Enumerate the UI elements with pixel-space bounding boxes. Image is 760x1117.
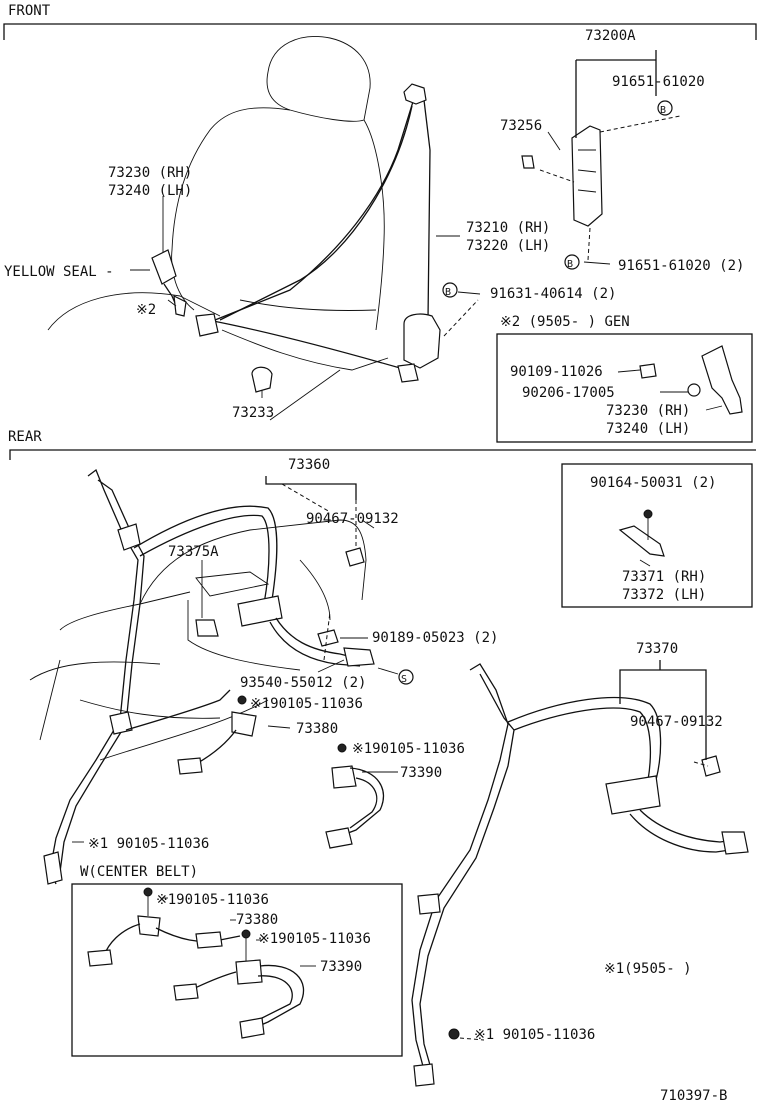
mark-2-label: ※2 (136, 302, 156, 318)
part-73230-rh-label: 73230 (RH) (108, 165, 192, 181)
rear-leader-lines (72, 476, 399, 843)
front-seat-belt-assembly (195, 83, 441, 383)
rear-seat-drawing (29, 519, 367, 761)
rear-belt-73370-drawing (411, 663, 749, 1087)
bolt-b-label-2: B (567, 259, 573, 270)
part-73375A-label: 73375A (168, 544, 219, 560)
part-90467-09132-a-label: 90467-09132 (306, 511, 399, 527)
part-73370-label: 73370 (636, 641, 678, 657)
gen-part-73230-rh-label: 73230 (RH) (606, 403, 690, 419)
rear-section-bracket (9, 449, 756, 460)
center-part-90105-e-label: ※190105-11036 (258, 931, 371, 947)
cover-73233-drawing (251, 366, 273, 393)
gen-box-frame (496, 333, 753, 443)
bolt-b-icon-2: B (564, 254, 580, 270)
bolt-dash-line (443, 299, 479, 337)
rear-section-label: REAR (8, 429, 42, 445)
center-belt-box-frame (71, 883, 403, 1057)
bolt-90189-drawing (317, 629, 339, 647)
bolt-b-label-3: B (445, 287, 451, 298)
part-90467-09132-b-label: 90467-09132 (630, 714, 723, 730)
bolt-s-icon: S (398, 669, 414, 685)
part-73360-label: 73360 (288, 457, 330, 473)
part-90105-a-label: ※190105-11036 (250, 696, 363, 712)
bolt-s-label: S (401, 674, 407, 685)
rear-belt-73360-drawing (43, 468, 375, 885)
front-seat-drawing (47, 36, 389, 421)
bolt-b-label-1: B (660, 105, 666, 116)
part-91651-61020-label: 91651-61020 (612, 74, 705, 90)
part-93540-55012-label: 93540-55012 (2) (240, 675, 366, 691)
part-73200A-label: 73200A (585, 28, 636, 44)
yellow-seal-label: YELLOW SEAL - (4, 264, 114, 280)
bolt-b-icon-3: B (442, 282, 458, 298)
part-73220-lh-label: 73220 (LH) (466, 238, 550, 254)
mark-1-note-label: ※1(9505- ) (604, 961, 692, 977)
part-73233-label: 73233 (232, 405, 274, 421)
part-90105-b-label: ※190105-11036 (352, 741, 465, 757)
front-leader-lines (130, 131, 611, 398)
part-90105-c-label: ※1 90105-11036 (88, 836, 209, 852)
gen-box-heading: ※2 (9505- ) GEN (500, 314, 630, 330)
part-73210-rh-label: 73210 (RH) (466, 220, 550, 236)
part-90109-11026-label: 90109-11026 (510, 364, 603, 380)
gen-part-73240-lh-label: 73240 (LH) (606, 421, 690, 437)
front-section-label: FRONT (8, 3, 51, 19)
part-90206-17005-label: 90206-17005 (522, 385, 615, 401)
part-91651-61020-2-label: 91651-61020 (2) (618, 258, 744, 274)
part-73380-label: 73380 (296, 721, 338, 737)
part-90105-f-label: ※1 90105-11036 (474, 1027, 595, 1043)
part-73240-lh-label: 73240 (LH) (108, 183, 192, 199)
center-part-90105-d-label: ※190105-11036 (156, 892, 269, 908)
front-section-bracket (3, 23, 757, 40)
belt-73390-drawing (325, 743, 385, 849)
center-part-73380-label: 73380 (236, 912, 278, 928)
part-73371-rh-label: 73371 (RH) (622, 569, 706, 585)
part-90189-05023-label: 90189-05023 (2) (372, 630, 498, 646)
rear-box-frame (561, 463, 753, 608)
part-91631-40614-label: 91631-40614 (2) (490, 286, 616, 302)
part-73390-label: 73390 (400, 765, 442, 781)
clip-73256-drawing (521, 155, 535, 169)
belt-73380-drawing (177, 695, 257, 775)
buckle-73230-drawing (151, 249, 187, 317)
gen-box-buckle-drawing (617, 345, 743, 415)
rear-belt-73370-leaders (619, 660, 707, 760)
part-73372-lh-label: 73372 (LH) (622, 587, 706, 603)
nut-90467-a-drawing (345, 547, 365, 567)
rear-box-part-drawing (618, 509, 665, 567)
part-73256-label: 73256 (500, 118, 542, 134)
center-belt-drawing (87, 887, 316, 1039)
diagram-code-label: 710397-B (660, 1088, 727, 1104)
bracket-73375A-drawing (195, 560, 219, 637)
retractor-73200A-drawing (539, 50, 681, 261)
bolt-b-icon-1: B (657, 100, 673, 116)
center-part-73390-label: 73390 (320, 959, 362, 975)
part-90164-50031-label: 90164-50031 (2) (590, 475, 716, 491)
center-belt-heading: W(CENTER BELT) (80, 864, 198, 880)
